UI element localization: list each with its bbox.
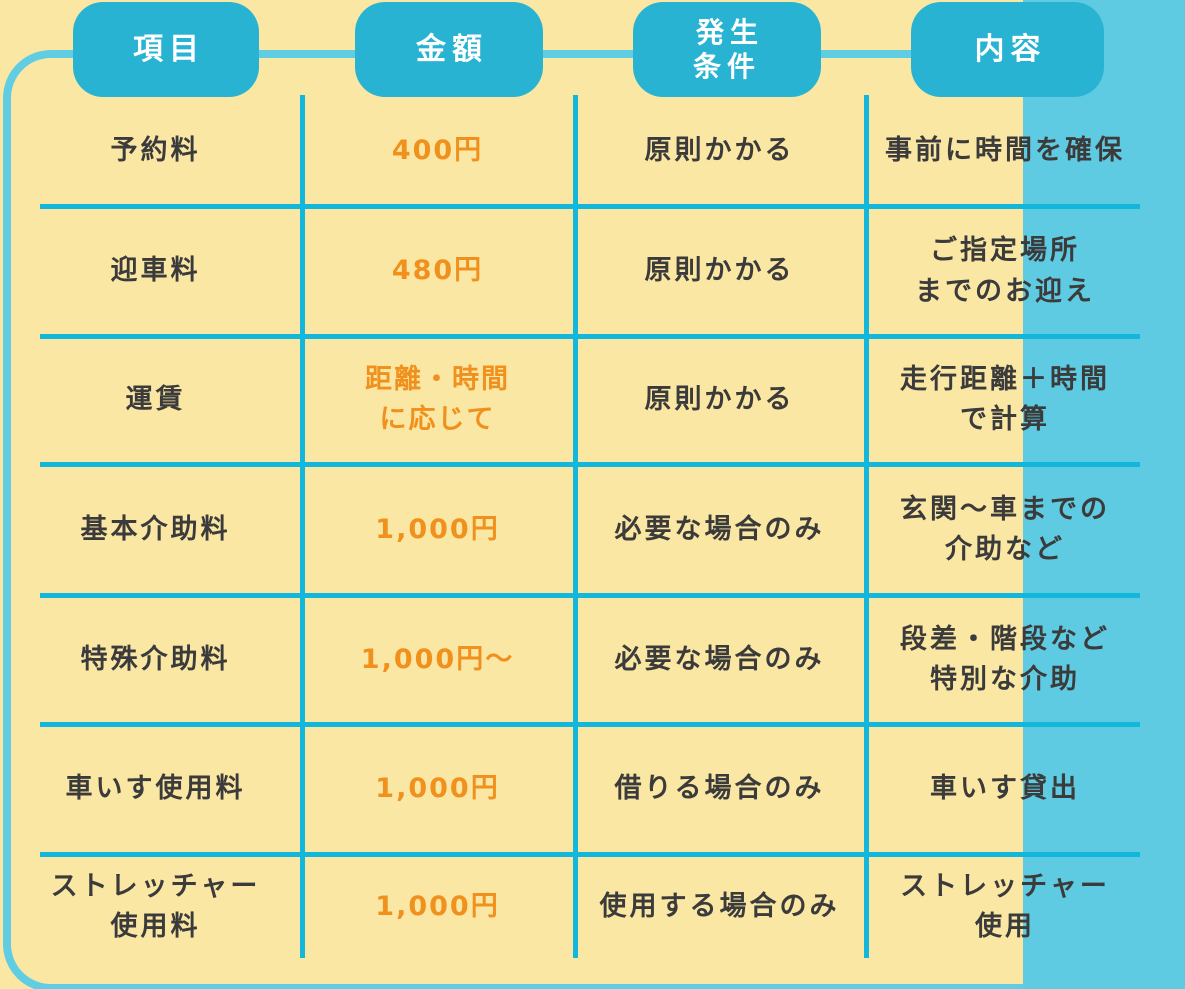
row-divider-2 — [40, 334, 1140, 339]
cell-condition: 原則かかる — [644, 383, 795, 415]
cell-description: ご指定場所 までのお迎え — [915, 235, 1095, 307]
cell-item: 運賃 — [125, 383, 186, 415]
cell-description: 段差・階段など 特別な介助 — [900, 623, 1110, 696]
row-divider-6 — [40, 852, 1140, 857]
column-divider-3 — [864, 95, 869, 958]
cell-condition: 借りる場合のみ — [614, 773, 825, 805]
column-header-item: 項目 — [73, 2, 259, 97]
cell-item: 特殊介助料 — [80, 643, 231, 675]
cell-amount: 1,000円 — [375, 890, 500, 922]
column-header-description: 内容 — [911, 2, 1104, 97]
cell-description: 事前に時間を確保 — [885, 134, 1125, 166]
table-row: 基本介助料 1,000円 必要な場合のみ 玄関〜車までの 介助など — [0, 467, 1185, 593]
column-divider-1 — [300, 95, 305, 958]
cell-item: 予約料 — [110, 134, 201, 166]
column-divider-2 — [573, 95, 578, 958]
cell-item: 基本介助料 — [80, 513, 231, 545]
cell-item: 迎車料 — [110, 255, 201, 287]
table-row: ストレッチャー 使用料 1,000円 使用する場合のみ ストレッチャー 使用 — [0, 856, 1185, 958]
column-header-condition: 発生 条件 — [633, 2, 821, 97]
cell-condition: 使用する場合のみ — [599, 890, 840, 922]
cell-amount: 400円 — [391, 134, 484, 166]
row-divider-3 — [40, 462, 1140, 467]
table-row: 予約料 400円 原則かかる 事前に時間を確保 — [0, 97, 1185, 205]
right-blue-strip — [1023, 0, 1185, 989]
cell-amount: 距離・時間 に応じて — [365, 363, 510, 436]
cell-condition: 必要な場合のみ — [614, 513, 825, 545]
cell-item: ストレッチャー 使用料 — [50, 870, 261, 943]
panel-frame-border — [3, 50, 1185, 989]
row-divider-5 — [40, 722, 1140, 727]
cell-description: ストレッチャー 使用 — [900, 870, 1110, 943]
cell-description: 走行距離＋時間 で計算 — [900, 363, 1110, 436]
column-header-amount: 金額 — [355, 2, 543, 97]
table-row: 車いす使用料 1,000円 借りる場合のみ 車いす貸出 — [0, 727, 1185, 852]
cell-description: 玄関〜車までの 介助など — [900, 493, 1110, 566]
row-divider-1 — [40, 204, 1140, 209]
cell-amount: 480円 — [391, 255, 484, 287]
cell-condition: 原則かかる — [644, 255, 795, 287]
cell-amount: 1,000円〜 — [360, 643, 515, 675]
row-divider-4 — [40, 593, 1140, 598]
table-row: 運賃 距離・時間 に応じて 原則かかる 走行距離＋時間 で計算 — [0, 338, 1185, 462]
cell-condition: 必要な場合のみ — [614, 643, 825, 675]
cell-description: 車いす貸出 — [930, 773, 1080, 805]
cell-amount: 1,000円 — [375, 513, 500, 545]
cell-item: 車いす使用料 — [65, 773, 246, 805]
table-row: 迎車料 480円 原則かかる ご指定場所 までのお迎え — [0, 209, 1185, 334]
cell-amount: 1,000円 — [375, 773, 500, 805]
table-row: 特殊介助料 1,000円〜 必要な場合のみ 段差・階段など 特別な介助 — [0, 598, 1185, 722]
cell-condition: 原則かかる — [644, 134, 795, 166]
